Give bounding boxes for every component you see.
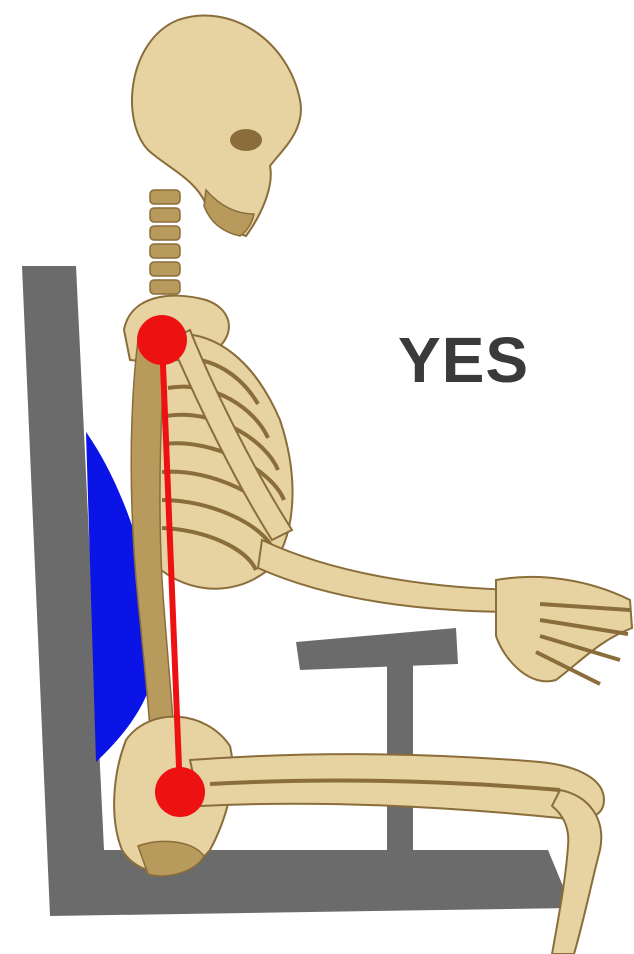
forearm (258, 540, 522, 612)
lower-leg (552, 790, 601, 954)
eye-socket (230, 129, 262, 151)
shoulder-marker (137, 315, 187, 365)
desk-top (296, 628, 458, 670)
hip-marker (155, 767, 205, 817)
cervical-spine (150, 190, 180, 294)
yes-label: YES (398, 328, 529, 392)
